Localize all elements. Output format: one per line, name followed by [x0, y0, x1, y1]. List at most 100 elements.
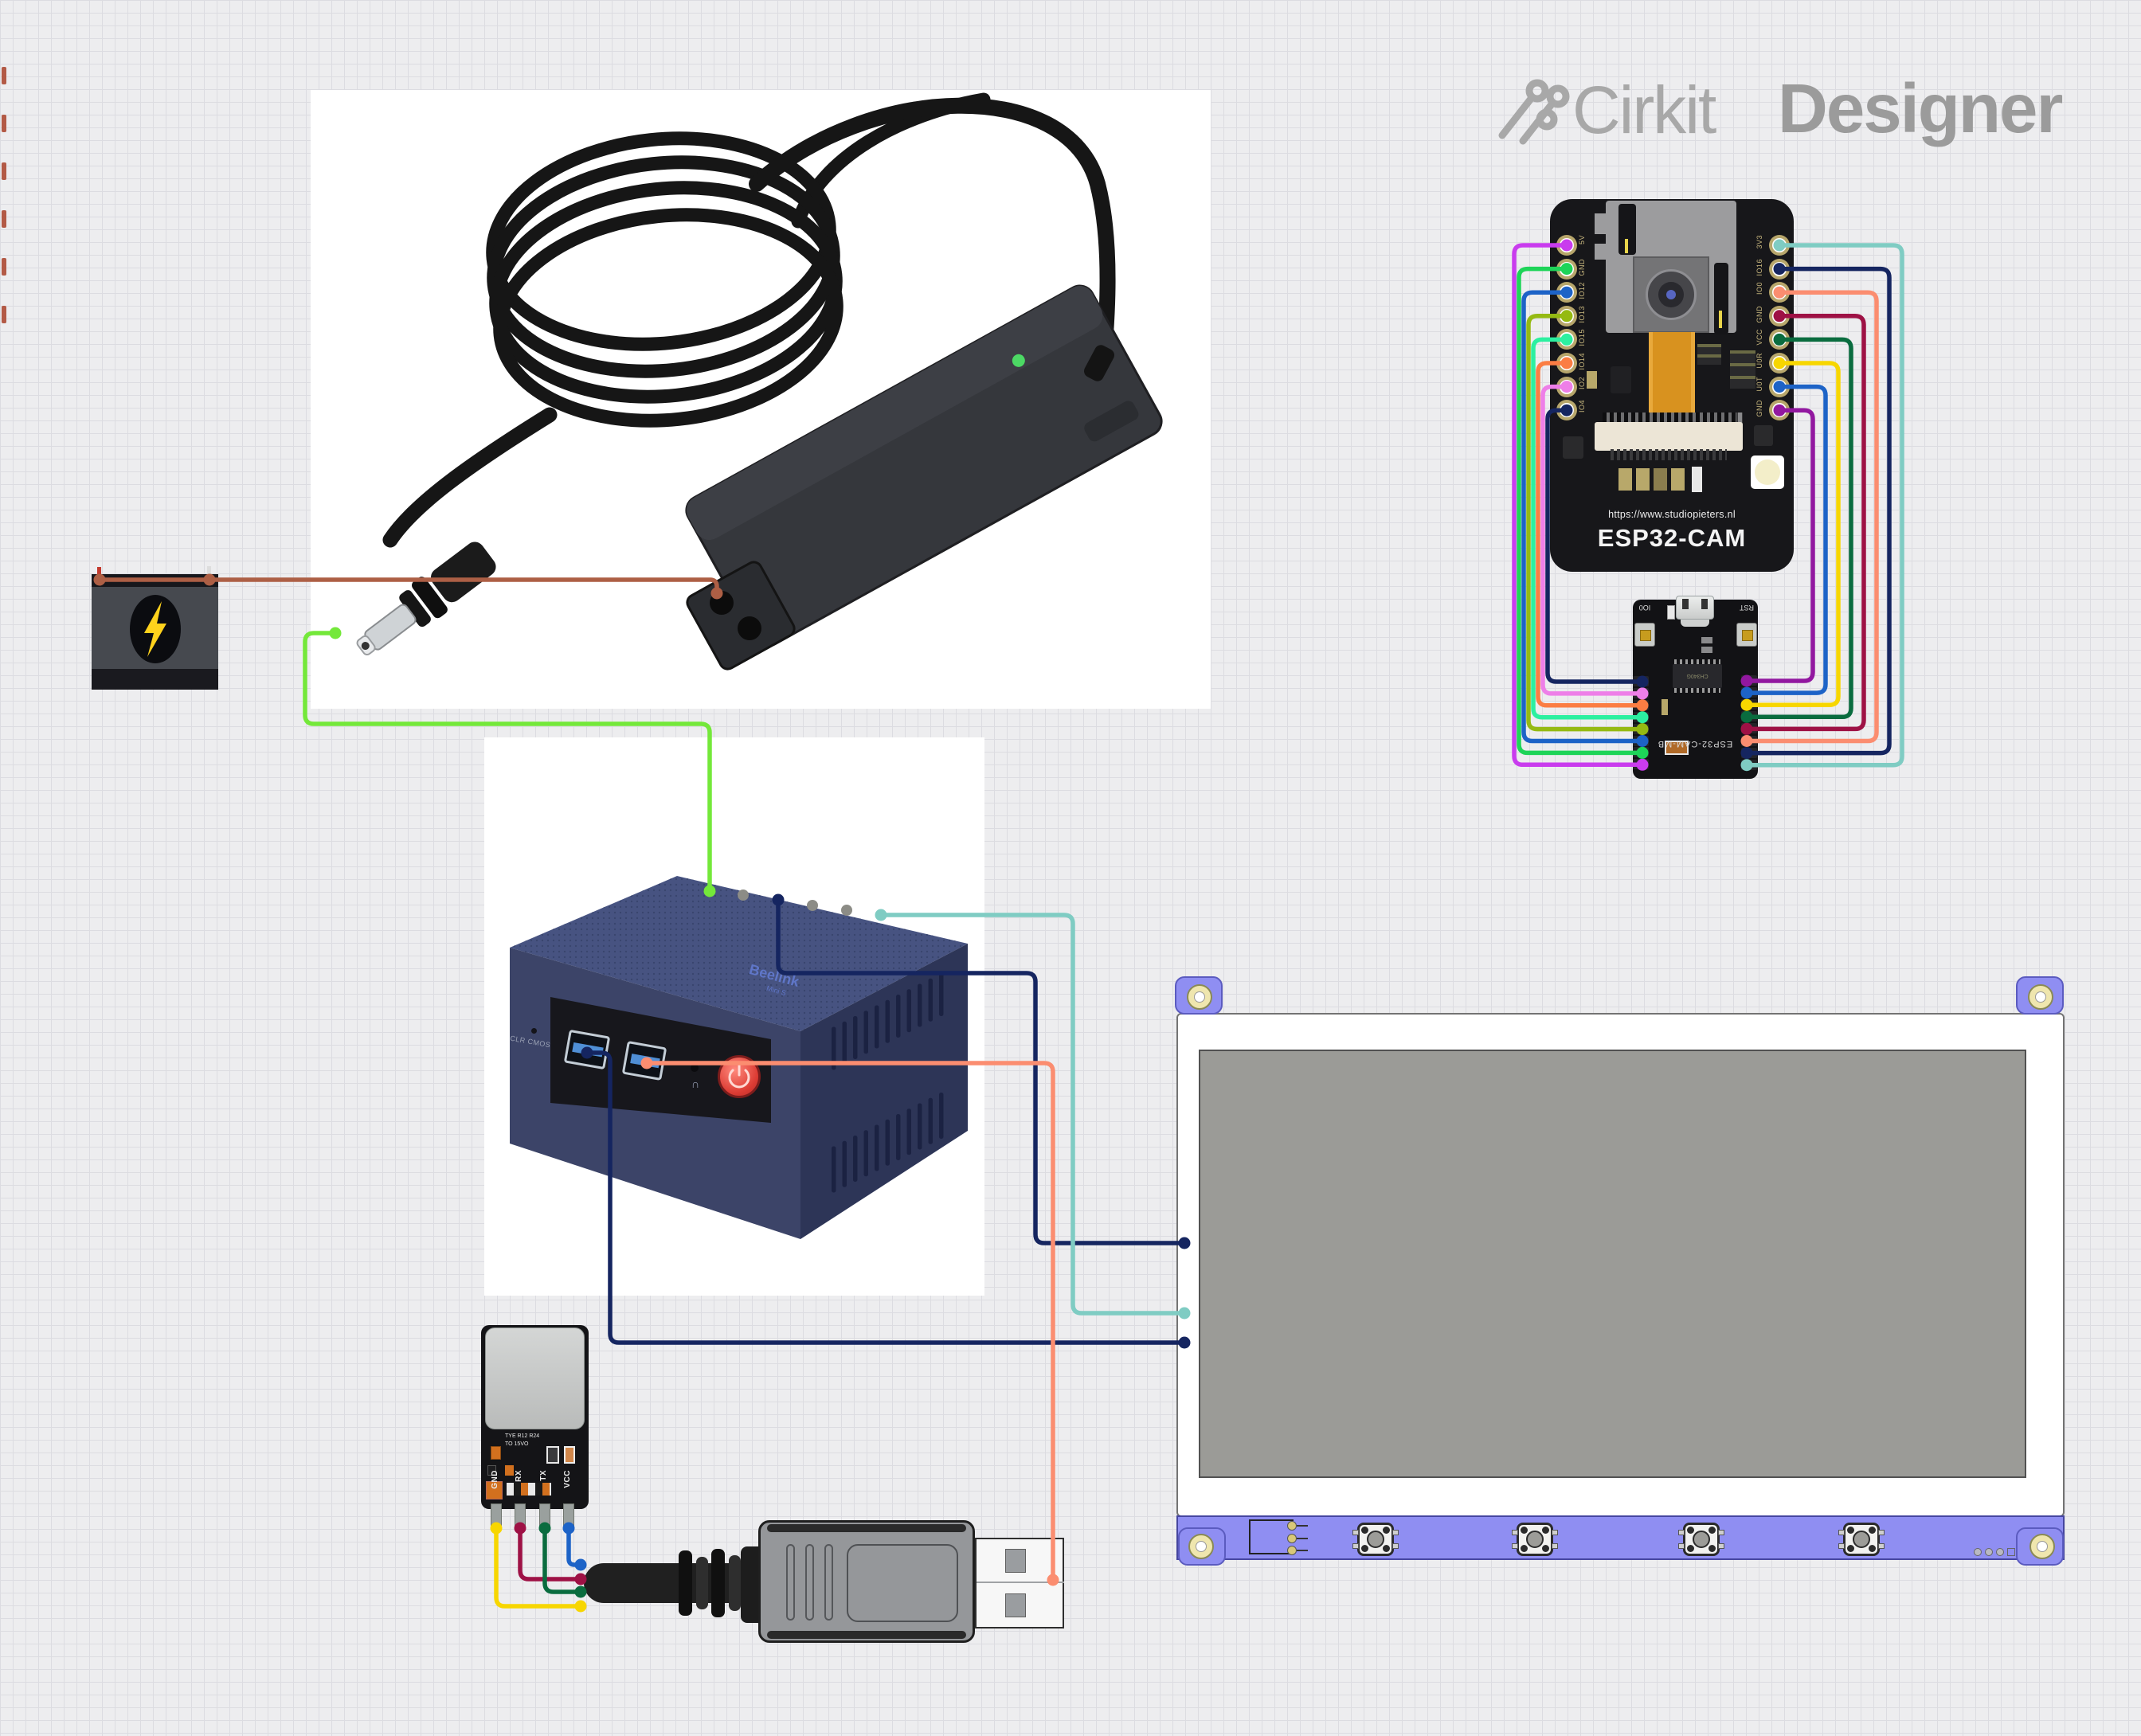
- programmer-left-pad[interactable]: [1633, 687, 1649, 698]
- esp32-cap: [1654, 468, 1667, 491]
- mini-pc-photo[interactable]: ∩ CLR CMOS Beelink Mini S: [484, 737, 984, 1296]
- cable-ring: [679, 1550, 692, 1616]
- esp32-pin-label-GND: GND: [1578, 258, 1586, 276]
- programmer-left-pad[interactable]: [1633, 723, 1649, 734]
- esp32-pin-label-IO16: IO16: [1755, 258, 1763, 276]
- serial-silkscreen-2: TO 15VO: [505, 1441, 529, 1447]
- lcd-bottom-strip: [1176, 1515, 2065, 1560]
- esp32-pin-IO4[interactable]: [1556, 400, 1577, 421]
- programmer-left-pad[interactable]: [1633, 699, 1649, 710]
- rst-button[interactable]: [1736, 623, 1757, 647]
- serial-shield: [485, 1327, 585, 1429]
- camera-flex-cable: [1649, 332, 1695, 412]
- bracket-spring: [1625, 239, 1628, 253]
- lcd-mount-hole: [1187, 984, 1212, 1010]
- power-button[interactable]: [718, 1055, 761, 1098]
- esp32-pin-label-IO12: IO12: [1578, 282, 1586, 299]
- lcd-button-3[interactable]: [1678, 1523, 1724, 1556]
- serial-pin-label-VCC: VCC: [563, 1470, 572, 1488]
- programmer-right-pad[interactable]: [1741, 675, 1757, 686]
- serial-smd: [486, 1481, 503, 1499]
- serial-pin-VCC[interactable]: [563, 1503, 574, 1527]
- canvas-edge-mark: [2, 67, 6, 84]
- lcd-connector-stub: [1297, 1550, 1308, 1551]
- esp32-pin-5V[interactable]: [1556, 235, 1577, 256]
- headphone-jack[interactable]: [691, 1064, 699, 1072]
- esp32-smd: [1587, 371, 1597, 389]
- wire-serial-tx[interactable]: [542, 1526, 583, 1594]
- usb-plug-body: [758, 1520, 975, 1643]
- wire-serial-vcc[interactable]: [566, 1526, 583, 1567]
- esp32-pin-IO2[interactable]: [1556, 376, 1577, 397]
- esp32-pin-GND[interactable]: [1769, 400, 1790, 421]
- lcd-mount-hole: [2029, 1534, 2055, 1559]
- wire-serial-gnd[interactable]: [494, 1526, 583, 1609]
- button-rst-label: RST: [1740, 604, 1754, 612]
- io0-button[interactable]: [1634, 623, 1655, 647]
- usb-port-2[interactable]: [621, 1040, 667, 1081]
- esp32-pin-label-GND: GND: [1755, 400, 1763, 417]
- programmer-left-pad[interactable]: [1633, 735, 1649, 746]
- programmer-right-pad[interactable]: [1741, 747, 1757, 758]
- programmer-right-pad[interactable]: [1741, 759, 1757, 770]
- esp32-pin-IO13[interactable]: [1556, 305, 1577, 326]
- esp32-pin-3V3[interactable]: [1769, 235, 1790, 256]
- serial-pin-GND[interactable]: [491, 1503, 502, 1527]
- programmer-left-pad[interactable]: [1633, 676, 1649, 686]
- serial-dip: [507, 1483, 551, 1496]
- lcd-connector[interactable]: [1249, 1519, 1294, 1554]
- power-source-pin-positive[interactable]: [97, 567, 101, 576]
- power-adapter-photo[interactable]: [311, 90, 1211, 709]
- esp32-pin-GND[interactable]: [1556, 258, 1577, 280]
- programmer-right-pad[interactable]: [1741, 687, 1757, 698]
- usb-plug[interactable]: [584, 1513, 1070, 1648]
- lcd-button-1[interactable]: [1352, 1523, 1399, 1556]
- esp32-pin-U0T[interactable]: [1769, 376, 1790, 397]
- serial-pin-label-GND: GND: [491, 1470, 499, 1489]
- power-adapter-art: [356, 92, 1163, 671]
- canvas-edge-mark: [2, 258, 6, 276]
- lcd-mount-hole: [2028, 984, 2053, 1010]
- programmer-left-pad[interactable]: [1633, 747, 1649, 758]
- esp32-pin-IO0[interactable]: [1769, 282, 1790, 303]
- lcd-button-4[interactable]: [1838, 1523, 1885, 1556]
- esp32-pin-label-3V3: 3V3: [1755, 235, 1763, 249]
- usb-port-1[interactable]: [563, 1029, 611, 1070]
- programmer-right-pad[interactable]: [1741, 711, 1757, 722]
- programmer-right-pad[interactable]: [1741, 735, 1757, 746]
- serial-pin-RX[interactable]: [515, 1503, 526, 1527]
- programmer-right-pad[interactable]: [1741, 723, 1757, 734]
- camera-lens: [1646, 269, 1697, 320]
- serial-smd: [505, 1465, 514, 1476]
- serial-pin-TX[interactable]: [539, 1503, 550, 1527]
- camera-lens-dot: [1666, 290, 1676, 299]
- programmer-right-pad[interactable]: [1741, 699, 1757, 710]
- esp32-cap: [1618, 468, 1632, 491]
- lcd-button-2[interactable]: [1512, 1523, 1558, 1556]
- power-source-pin-negative[interactable]: [207, 566, 211, 576]
- esp32-pin-IO12[interactable]: [1556, 282, 1577, 303]
- esp32-pin-GND[interactable]: [1769, 305, 1790, 326]
- esp32-pin-IO14[interactable]: [1556, 353, 1577, 373]
- esp32-pin-U0R[interactable]: [1769, 353, 1790, 373]
- mb-resistor: [1665, 741, 1689, 755]
- wire-serial-rx[interactable]: [518, 1526, 583, 1582]
- lcd-smd-square: [2007, 1548, 2015, 1556]
- power-source-bottom-bar: [92, 669, 218, 690]
- flash-led: [1751, 456, 1784, 489]
- esp32-transistor: [1754, 425, 1773, 446]
- power-source[interactable]: [92, 566, 218, 690]
- esp32-pin-label-IO2: IO2: [1578, 376, 1586, 389]
- lcd-screen: [1199, 1050, 2026, 1478]
- programmer-left-pad[interactable]: [1633, 759, 1649, 770]
- mb-smd: [1667, 605, 1675, 620]
- micro-usb-port[interactable]: [1676, 596, 1714, 620]
- cable-ring: [729, 1555, 741, 1611]
- ffc-connector: [1595, 422, 1743, 451]
- programmer-left-pad[interactable]: [1633, 711, 1649, 722]
- button-io0-label: IO0: [1638, 604, 1651, 612]
- esp32-pin-IO16[interactable]: [1769, 258, 1790, 280]
- esp32-cap: [1671, 468, 1685, 491]
